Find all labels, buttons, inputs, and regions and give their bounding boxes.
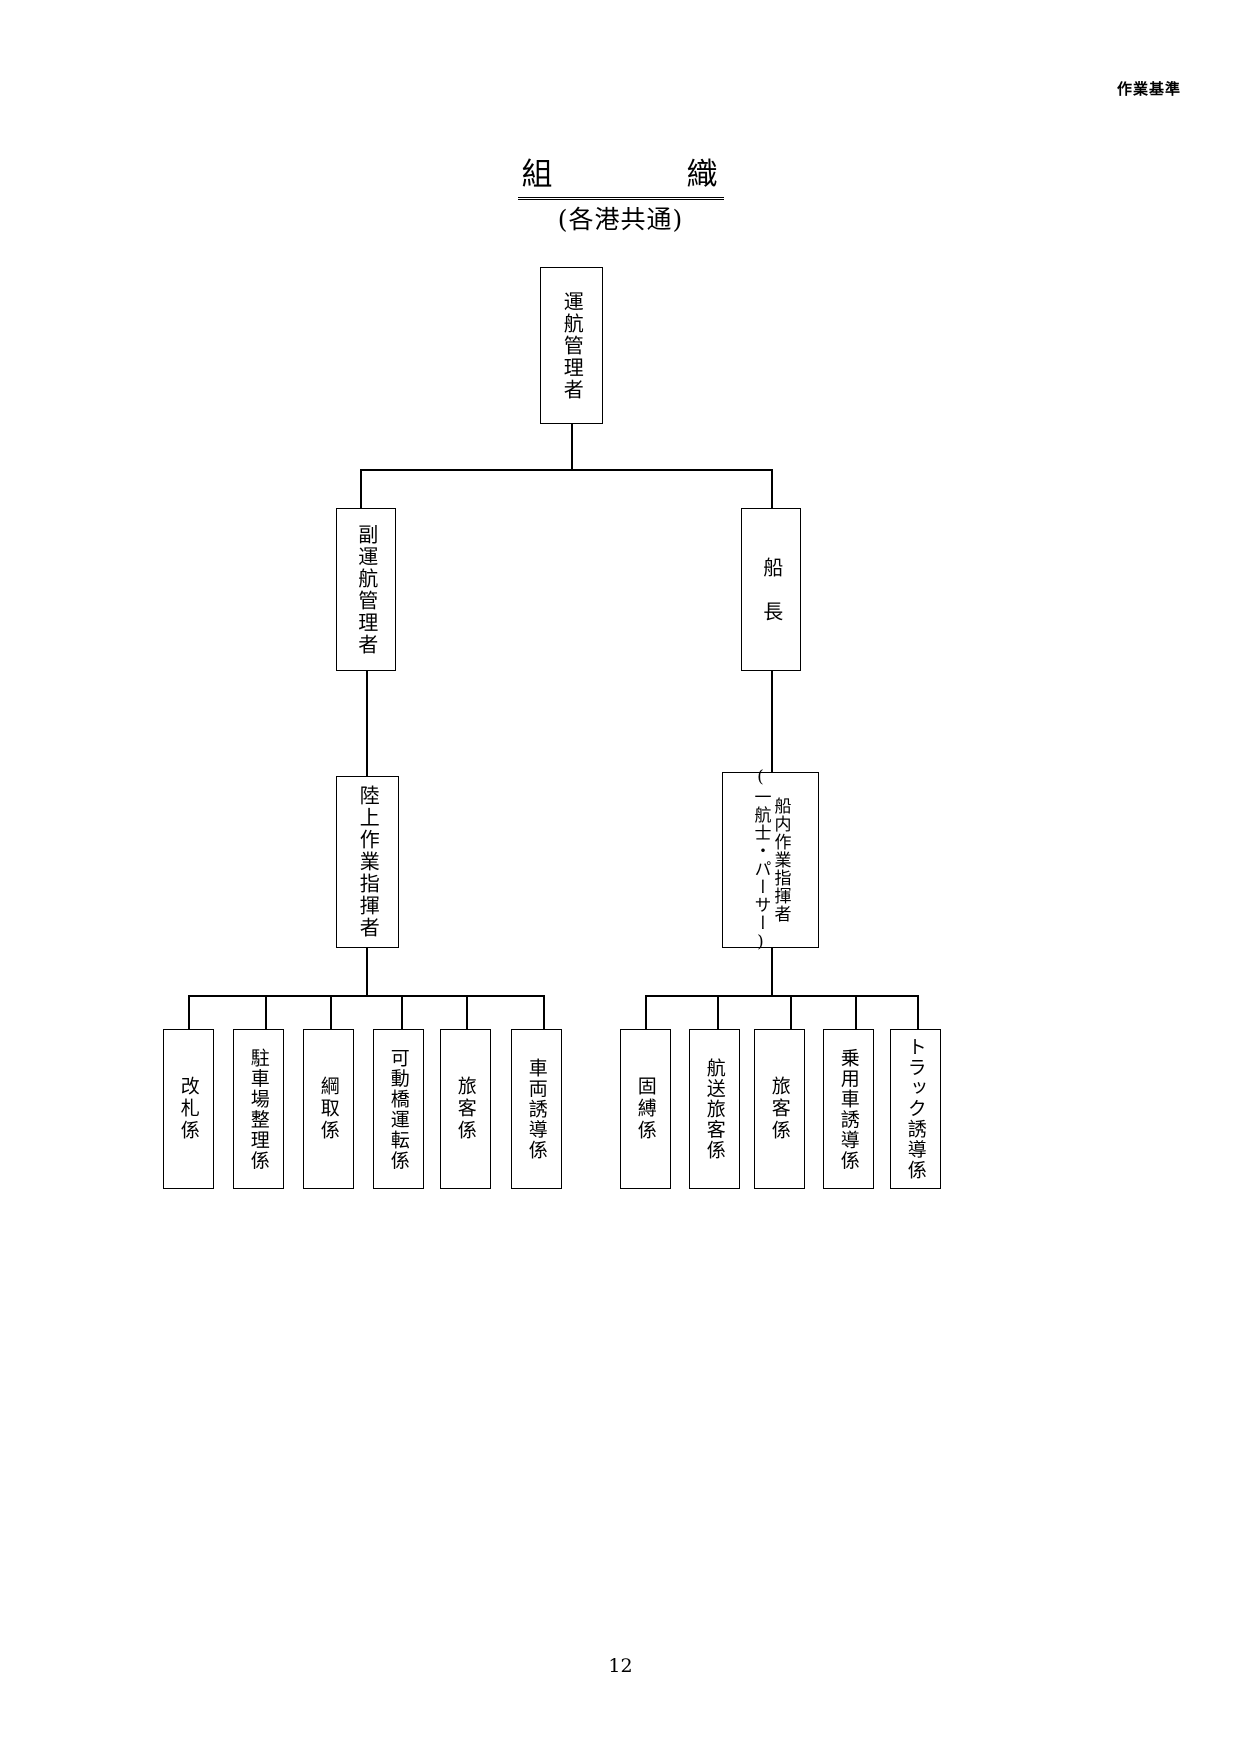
- node-passenger-section-shore[interactable]: 旅客係: [440, 1029, 491, 1189]
- node-lashing-section[interactable]: 固縛係: [620, 1029, 671, 1189]
- node-captain[interactable]: 船 長: [741, 508, 801, 671]
- node-label: 副運航管理者: [354, 523, 379, 656]
- node-mooring-line-section[interactable]: 綱取係: [303, 1029, 354, 1189]
- connector-ship-drop-2: [717, 995, 719, 1030]
- node-label: 乗用車誘導係: [837, 1047, 860, 1171]
- page-title-main: 組 織: [517, 157, 724, 200]
- connector-shore-drop-4: [401, 995, 403, 1030]
- connector-shore-drop-6: [543, 995, 545, 1030]
- connector-shore-drop-3: [330, 995, 332, 1030]
- node-passenger-section-ship[interactable]: 旅客係: [754, 1029, 805, 1189]
- node-shore-work-supervisor[interactable]: 陸上作業指揮者: [336, 776, 399, 948]
- node-label: 駐車場整理係: [247, 1047, 270, 1171]
- node-label: 船内作業指揮者: [770, 797, 791, 923]
- node-operation-manager[interactable]: 運航管理者: [540, 267, 603, 424]
- node-label: 旅客係: [454, 1076, 477, 1142]
- node-truck-guidance-section[interactable]: トラック誘導係: [890, 1029, 941, 1189]
- node-deputy-operation-manager[interactable]: 副運航管理者: [336, 508, 396, 671]
- node-label: 改札係: [177, 1076, 200, 1142]
- node-label: 綱取係: [317, 1076, 340, 1142]
- document-header-label: 作業基準: [1116, 80, 1181, 98]
- node-label: 船 長: [759, 556, 784, 623]
- node-car-guidance-section[interactable]: 乗用車誘導係: [823, 1029, 874, 1189]
- node-label: 旅客係: [768, 1076, 791, 1142]
- connector-ship-drop-3: [790, 995, 792, 1030]
- connector-l1-down: [571, 424, 573, 470]
- node-onboard-work-supervisor[interactable]: (一航士・パーサー) 船内作業指揮者: [722, 767, 819, 953]
- page-title-subtitle: (各港共通): [557, 204, 684, 234]
- connector-shore-drop-5: [466, 995, 468, 1030]
- connector-ship-drop-5: [917, 995, 919, 1030]
- node-label: 車両誘導係: [525, 1057, 548, 1161]
- node-label-sub: (一航士・パーサー): [750, 767, 771, 953]
- node-label: 陸上作業指揮者: [356, 785, 381, 939]
- connector-shore-down: [366, 948, 368, 996]
- node-label: 固縛係: [634, 1076, 657, 1142]
- connector-shore-bus: [188, 995, 544, 997]
- node-label: トラック誘導係: [904, 1037, 927, 1181]
- connector-shore-drop-2: [265, 995, 267, 1030]
- connector-captain-to-ship-chief: [771, 671, 773, 776]
- connector-ship-drop-1: [645, 995, 647, 1030]
- node-movable-bridge-operation-section[interactable]: 可動橋運転係: [373, 1029, 424, 1189]
- connector-l1-bus: [360, 469, 772, 471]
- node-vehicle-guidance-section[interactable]: 車両誘導係: [511, 1029, 562, 1189]
- node-shipping-passenger-section[interactable]: 航送旅客係: [689, 1029, 740, 1189]
- node-label: 可動橋運転係: [387, 1047, 410, 1171]
- connector-l1-to-deputy: [360, 469, 362, 509]
- page-number: 12: [608, 1655, 633, 1677]
- connector-l1-to-captain: [771, 469, 773, 509]
- node-label: 航送旅客係: [703, 1057, 726, 1161]
- node-ticket-gate-section[interactable]: 改札係: [163, 1029, 214, 1189]
- connector-ship-bus: [645, 995, 918, 997]
- node-label: 運航管理者: [560, 290, 585, 401]
- node-parking-management-section[interactable]: 駐車場整理係: [233, 1029, 284, 1189]
- connector-ship-down: [771, 948, 773, 996]
- page-title: 組 織 (各港共通): [0, 157, 1241, 234]
- connector-deputy-to-shore-chief: [366, 671, 368, 776]
- connector-ship-drop-4: [855, 995, 857, 1030]
- connector-shore-drop-1: [188, 995, 190, 1030]
